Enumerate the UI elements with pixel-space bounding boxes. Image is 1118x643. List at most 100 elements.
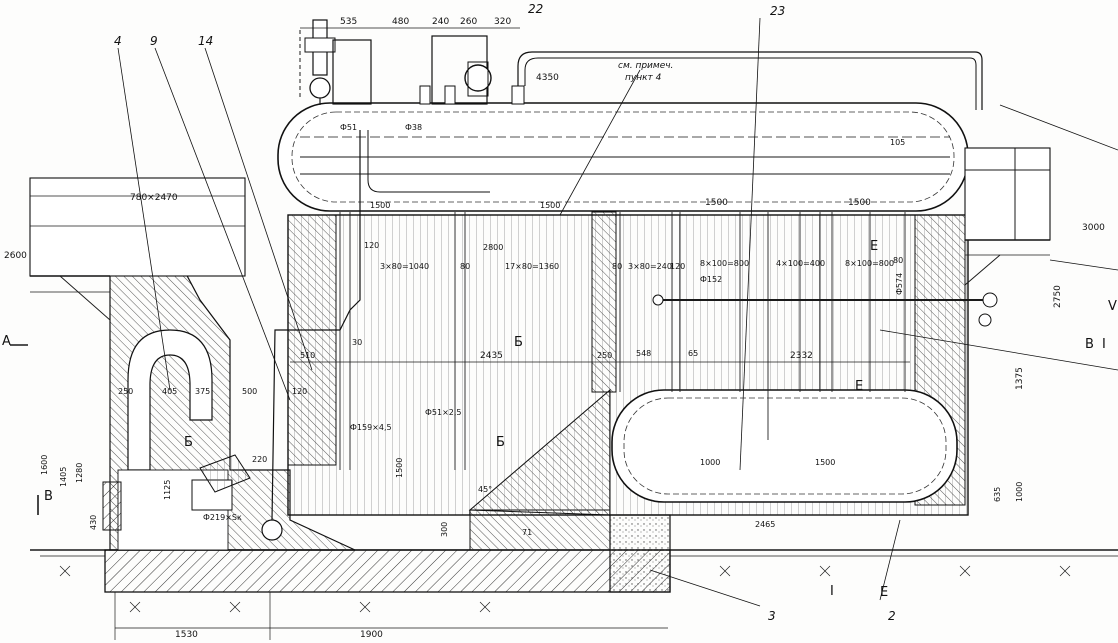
- dim-220: 220: [252, 455, 267, 464]
- foundation-block: [609, 514, 671, 593]
- dim-80-c: 80: [893, 256, 903, 265]
- partition-wall: [591, 211, 617, 393]
- slope-wall: [468, 388, 611, 516]
- section-mark-e-mid: E: [855, 379, 863, 394]
- section-mark-b-lower: Б: [496, 435, 505, 450]
- pipe-label-159: Ф159×4,5: [350, 423, 392, 432]
- dim-8x100-b: 8×100=800: [845, 259, 894, 268]
- callout-9: 9: [150, 34, 158, 48]
- pipe-label-51x2: Ф51×2,5: [425, 408, 462, 417]
- door-frame: [102, 481, 122, 531]
- burner-arch: [127, 329, 213, 471]
- ground-hatch: [59, 565, 1071, 613]
- front-wall: [287, 214, 337, 466]
- callout-23: 23: [770, 4, 785, 18]
- section-mark-i-right: I: [1102, 337, 1106, 352]
- dim-300: 300: [440, 522, 449, 537]
- section-mark-v-right: V: [1108, 299, 1117, 314]
- dim-2800: 2800: [483, 243, 503, 252]
- callout-4: 4: [114, 34, 122, 48]
- dim-80-b: 80: [612, 262, 622, 271]
- dim-1500-d: 1500: [848, 198, 871, 208]
- dim-30: 30: [352, 338, 362, 347]
- dim-120-a: 120: [364, 241, 379, 250]
- left-platform: [29, 177, 246, 277]
- dim-1000-a: 1000: [700, 458, 720, 467]
- lower-drum: [611, 389, 958, 503]
- elev-4350: 4350: [536, 73, 559, 83]
- dim-45deg: 45°: [478, 485, 492, 494]
- dim-120-b: 120: [670, 262, 685, 271]
- dim-1500-b: 1500: [540, 201, 560, 210]
- dim-500: 500: [242, 387, 257, 396]
- dim-2435: 2435: [480, 351, 503, 361]
- dim-250-a: 250: [597, 351, 612, 360]
- dim-120-c: 120: [292, 387, 307, 396]
- dim-1900: 1900: [360, 630, 383, 640]
- dim-3x80-240: 3×80=240: [628, 262, 672, 271]
- dim-1000-v: 1000: [1015, 482, 1024, 502]
- dim-260: 260: [460, 17, 477, 27]
- dim-105: 105: [890, 138, 905, 147]
- dim-1500-c: 1500: [705, 198, 728, 208]
- right-platform: [964, 147, 1051, 241]
- callout-2: 2: [888, 609, 896, 623]
- dim-1500-a: 1500: [370, 201, 390, 210]
- section-mark-i-bottom: I: [830, 584, 834, 599]
- dim-17x80: 17×80=1360: [505, 262, 559, 271]
- dim-405: 405: [162, 387, 177, 396]
- dim-80-a: 80: [460, 262, 470, 271]
- valve-icon: [982, 292, 998, 308]
- dim-635: 635: [993, 487, 1002, 502]
- section-mark-e-bottom: E: [880, 585, 888, 600]
- section-mark-b-furnace: Б: [184, 435, 193, 450]
- dim-1375: 1375: [1015, 367, 1025, 390]
- dim-1125: 1125: [163, 480, 172, 500]
- callout-14: 14: [198, 34, 213, 48]
- dim-430: 430: [89, 515, 98, 530]
- dim-3x80: 3×80=1040: [380, 262, 429, 271]
- top-piping: [299, 19, 983, 110]
- callout-3: 3: [768, 609, 776, 623]
- dim-1600: 1600: [40, 455, 49, 475]
- dim-480: 480: [392, 17, 409, 27]
- dim-535: 535: [340, 17, 357, 27]
- section-mark-a-left: A: [2, 334, 11, 349]
- callout-22: 22: [528, 2, 543, 16]
- dim-71: 71: [522, 528, 532, 537]
- pipe-label-51: Ф51: [340, 123, 357, 132]
- pipe-label-219: Ф219×Sк: [203, 513, 242, 522]
- opening-size: 780×2470: [130, 193, 178, 203]
- pipe-label-38: Ф38: [405, 123, 422, 132]
- section-mark-b-left: B: [44, 489, 53, 504]
- leader-lines: [117, 17, 1118, 607]
- section-mark-b-upper: Б: [514, 335, 523, 350]
- pipe-label-574: Ф574: [895, 273, 904, 295]
- dim-2332: 2332: [790, 351, 813, 361]
- dim-1280: 1280: [75, 463, 84, 483]
- elev-2600: 2600: [4, 251, 27, 261]
- elev-3000: 3000: [1082, 223, 1105, 233]
- dim-548: 548: [636, 349, 651, 358]
- section-mark-e-top: E: [870, 239, 878, 254]
- dim-8x100-a: 8×100=800: [700, 259, 749, 268]
- dim-510: 510: [300, 351, 315, 360]
- dim-240: 240: [432, 17, 449, 27]
- dim-1405: 1405: [59, 467, 68, 487]
- dim-1530: 1530: [175, 630, 198, 640]
- dim-65: 65: [688, 349, 698, 358]
- dim-1500-e: 1500: [815, 458, 835, 467]
- dim-250-b: 250: [118, 387, 133, 396]
- downcomer-pipe: [271, 130, 361, 521]
- dim-2750: 2750: [1053, 285, 1063, 308]
- dim-4x100: 4×100=400: [776, 259, 825, 268]
- dim-375: 375: [195, 387, 210, 396]
- dim-1500-v: 1500: [395, 458, 404, 478]
- note-line2: пункт 4: [625, 73, 662, 83]
- note-line1: см. примеч.: [618, 61, 673, 71]
- dim-320: 320: [494, 17, 511, 27]
- pipe-label-152: Ф152: [700, 275, 722, 284]
- section-mark-b-right: B: [1085, 337, 1094, 352]
